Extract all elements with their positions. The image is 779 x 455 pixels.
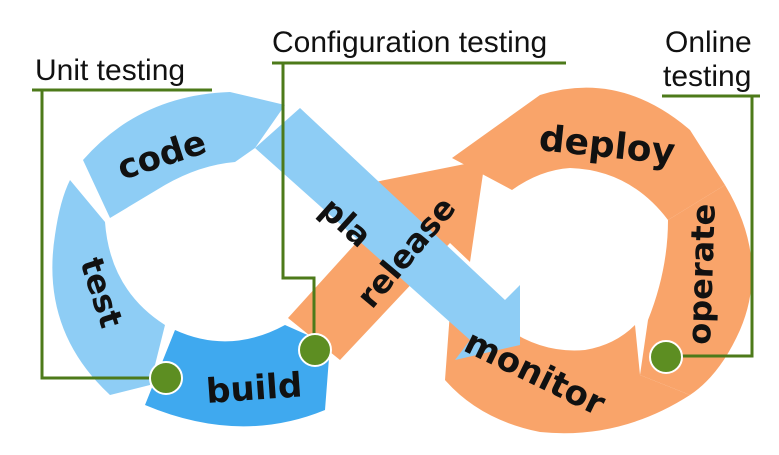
code-segment	[83, 92, 285, 218]
callout-unit-testing: Unit testing	[35, 54, 185, 87]
plan-arrow	[255, 108, 520, 360]
unit-testing-leader	[40, 90, 165, 380]
configuration-testing-dot	[298, 333, 332, 367]
callout-online-testing-line2: testing	[663, 60, 751, 93]
stage-label-operate: operate	[680, 203, 723, 345]
callout-configuration-testing: Configuration testing	[272, 26, 547, 59]
online-testing-leader	[665, 96, 754, 358]
deploy-segment	[452, 87, 725, 220]
online-testing-dot	[649, 340, 683, 374]
callout-online-testing-line1: Online	[665, 26, 752, 59]
stage-label-build: build	[205, 365, 304, 412]
unit-testing-dot	[149, 361, 183, 395]
configuration-testing-leader	[281, 63, 316, 350]
build-segment	[145, 325, 330, 427]
test-segment	[52, 180, 166, 395]
